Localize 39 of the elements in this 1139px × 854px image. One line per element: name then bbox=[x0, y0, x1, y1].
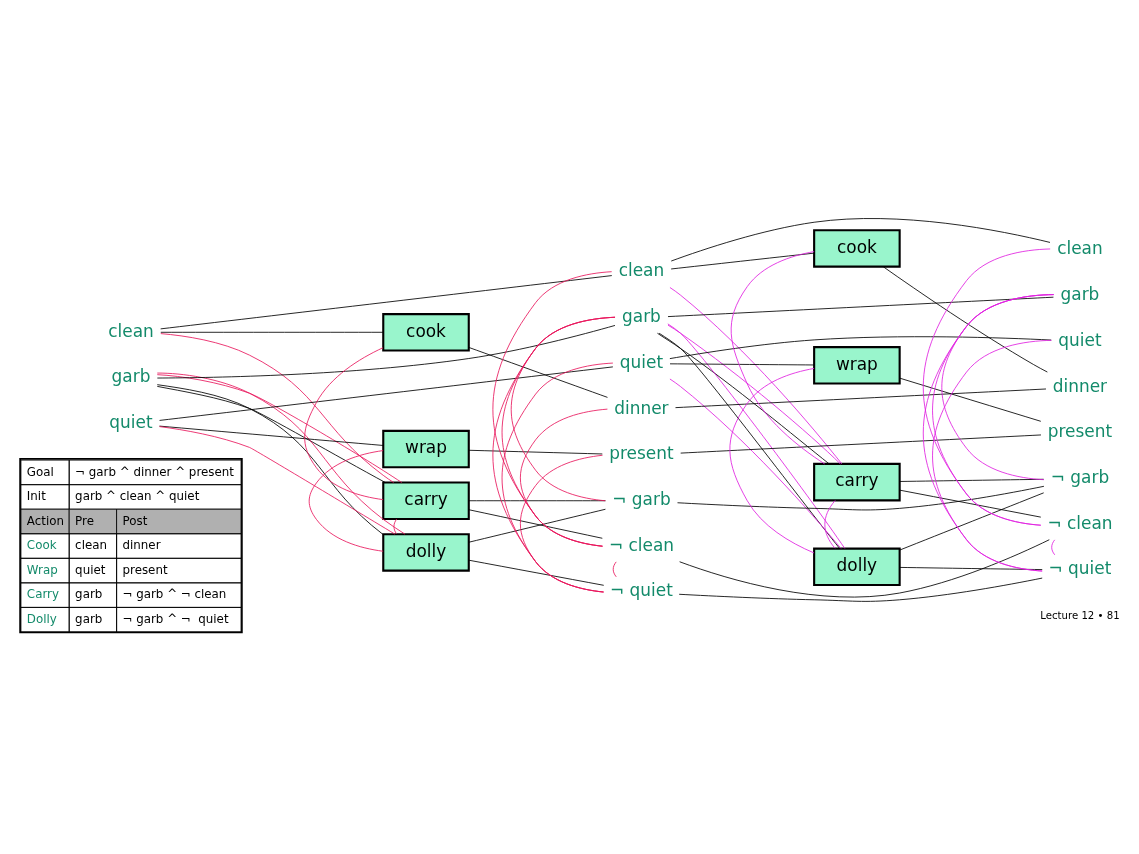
node-text: ¬ clean bbox=[1047, 512, 1113, 533]
label: Cook bbox=[26, 537, 57, 552]
label: dinner bbox=[122, 537, 161, 552]
node-text: dinner bbox=[614, 397, 669, 418]
label: Dolly bbox=[26, 611, 57, 626]
label: garb ^ clean ^ quiet bbox=[75, 488, 200, 503]
label: Lecture 12 • 81 bbox=[1040, 609, 1120, 620]
node-text: quiet bbox=[109, 411, 153, 432]
label: Carry bbox=[26, 586, 59, 601]
node-text: quiet bbox=[1058, 329, 1102, 350]
label: Init bbox=[26, 488, 46, 503]
node-text: garb bbox=[111, 365, 151, 386]
node-text: garb bbox=[622, 305, 661, 326]
node-text: ¬ quiet bbox=[1048, 557, 1112, 578]
node-text: dinner bbox=[1052, 375, 1108, 396]
label: garb bbox=[75, 586, 103, 601]
label: Post bbox=[122, 513, 148, 528]
label: present bbox=[122, 562, 168, 577]
label: Goal bbox=[26, 464, 54, 479]
label: clean bbox=[75, 537, 107, 552]
node-text: clean bbox=[108, 320, 154, 341]
node-text: present bbox=[1047, 420, 1113, 441]
label: ¬ garb ^ ¬ quiet bbox=[122, 611, 229, 626]
node-text: ¬ clean bbox=[608, 534, 674, 555]
label: quiet bbox=[75, 562, 106, 577]
label: ¬ garb ^ ¬ clean bbox=[122, 586, 227, 601]
node-text: garb bbox=[1060, 283, 1100, 304]
node-text: clean bbox=[1057, 237, 1103, 258]
label: Pre bbox=[75, 513, 94, 528]
label: garb bbox=[75, 611, 103, 626]
label: Action bbox=[26, 513, 64, 528]
node-text: present bbox=[609, 442, 674, 463]
label: Wrap bbox=[26, 562, 58, 577]
node-text: ¬ garb bbox=[1050, 466, 1110, 487]
node-text: quiet bbox=[619, 351, 664, 372]
label: ¬ garb ^ dinner ^ present bbox=[75, 464, 234, 479]
node-text: clean bbox=[618, 259, 665, 280]
node-text: ¬ garb bbox=[612, 488, 671, 509]
node-text: ¬ quiet bbox=[610, 579, 673, 600]
